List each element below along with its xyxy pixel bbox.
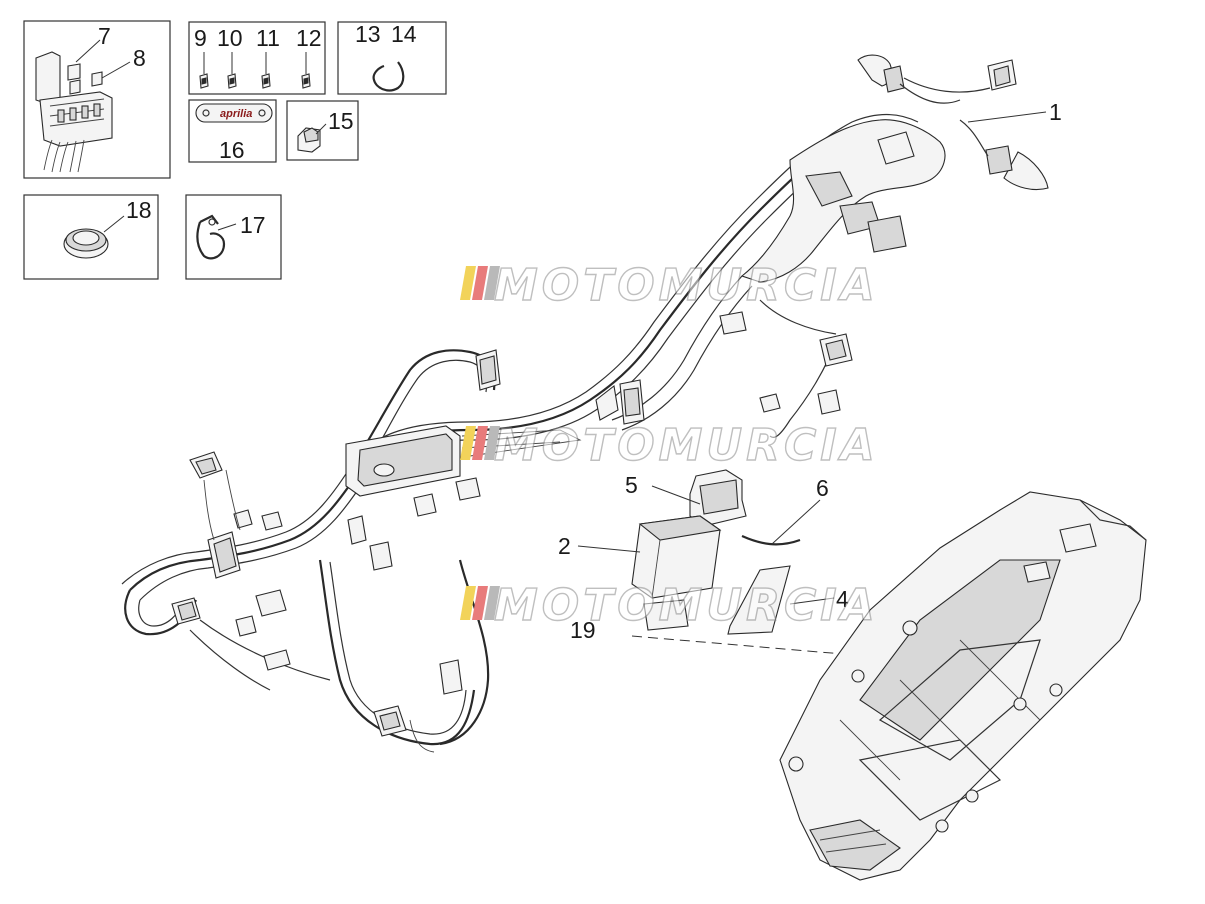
main-wiring-harness: [121, 113, 923, 753]
inset-box-fuse-holder: 7 8: [23, 20, 171, 179]
callout-15: 15: [328, 108, 354, 134]
watermark-bottom: MOTOMURCIA: [460, 579, 879, 632]
watermark-middle: MOTOMURCIA: [460, 419, 879, 472]
callout-1: 1: [1049, 99, 1062, 125]
rear-undertray: [779, 491, 1147, 881]
callout-13: 13: [355, 21, 381, 47]
callout-11: 11: [256, 25, 280, 51]
callout-17: 17: [240, 212, 266, 238]
callout-4: 4: [836, 586, 849, 612]
callout-16: 16: [219, 137, 245, 163]
watermark-text-top: MOTOMURCIA: [494, 260, 879, 311]
inset-box-grommet: 18: [23, 194, 159, 280]
inset-box-plate: aprilia 16: [188, 99, 277, 163]
callout-10: 10: [217, 25, 243, 51]
inset-box-fuses: 9 10 11 12: [188, 21, 326, 95]
rear-wiring-harness: 1: [595, 54, 1062, 439]
watermark-text-middle: MOTOMURCIA: [494, 420, 879, 471]
watermark-top: MOTOMURCIA: [460, 259, 879, 312]
callout-5: 5: [625, 472, 638, 498]
aprilia-logo: aprilia: [220, 108, 252, 120]
callout-14: 14: [391, 21, 417, 47]
callout-9: 9: [194, 25, 207, 51]
callout-19: 19: [570, 617, 596, 643]
battery-group: 5 2 6 4 19: [558, 469, 961, 665]
callout-7: 7: [98, 23, 111, 49]
inset-box-cable-tie: 13 14: [337, 21, 447, 95]
callout-2: 2: [558, 533, 571, 559]
inset-box-clamp: 17: [185, 194, 282, 280]
watermark-text-bottom: MOTOMURCIA: [494, 580, 879, 631]
callout-18: 18: [126, 197, 152, 223]
callout-12: 12: [296, 25, 322, 51]
callout-6: 6: [816, 475, 829, 501]
inset-box-clip: 15: [286, 100, 359, 161]
callout-8: 8: [133, 45, 146, 71]
